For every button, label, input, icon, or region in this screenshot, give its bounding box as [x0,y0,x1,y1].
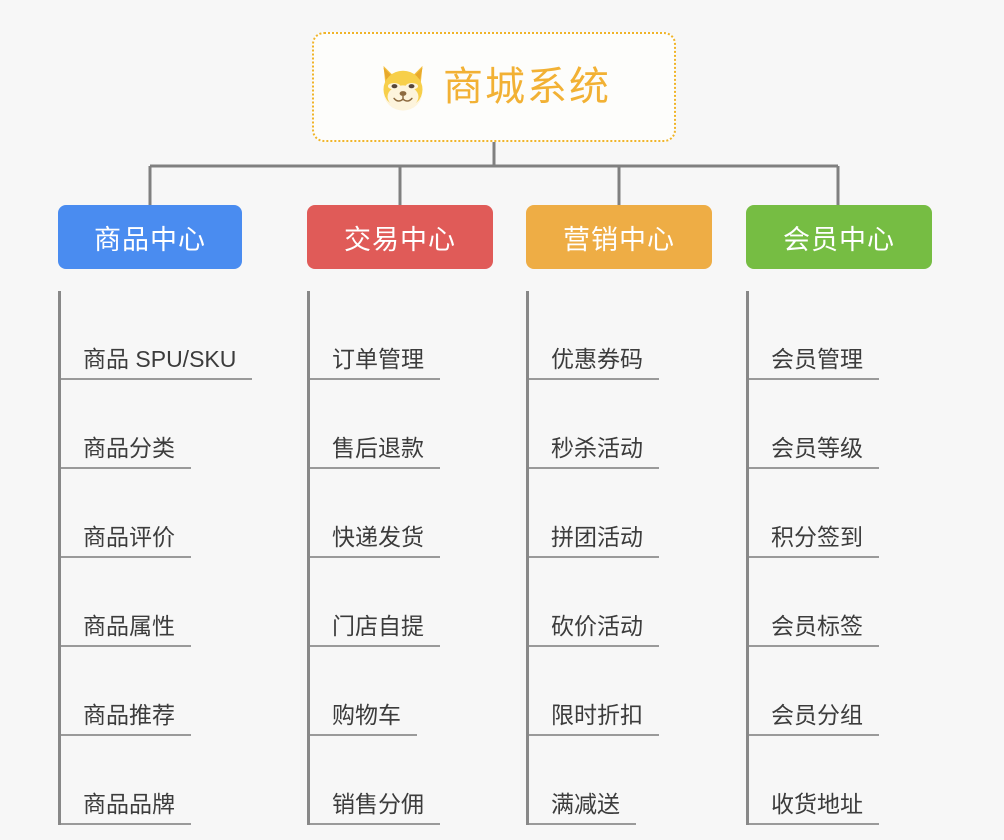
leaf-item[interactable]: 拼团活动 [529,469,712,558]
category-label-3: 会员中心 [783,224,895,255]
leaf-item[interactable]: 收货地址 [749,736,932,825]
leaf-label: 商品品牌 [61,791,191,825]
branch-column-2: 营销中心 优惠券码 秒杀活动 拼团活动 砍价活动 限时折扣 满减送 [526,205,712,825]
leaf-item[interactable]: 积分签到 [749,469,932,558]
branch-column-1: 交易中心 订单管理 售后退款 快递发货 门店自提 购物车 销售分佣 [307,205,493,825]
leaf-label: 售后退款 [310,435,440,469]
leaf-item[interactable]: 砍价活动 [529,558,712,647]
leaf-label: 门店自提 [310,613,440,647]
leaf-item[interactable]: 门店自提 [310,558,493,647]
leaf-label: 会员标签 [749,613,879,647]
leaf-item[interactable]: 订单管理 [310,291,493,380]
category-label-0: 商品中心 [94,224,206,255]
leaf-label: 快递发货 [310,524,440,558]
leaf-label: 购物车 [310,702,417,736]
leaf-label: 拼团活动 [529,524,659,558]
leaf-label: 会员等级 [749,435,879,469]
leaf-label: 积分签到 [749,524,879,558]
leaf-item[interactable]: 商品评价 [61,469,252,558]
leaf-item[interactable]: 销售分佣 [310,736,493,825]
leaf-list-3: 会员管理 会员等级 积分签到 会员标签 会员分组 收货地址 [746,291,932,825]
category-box-1[interactable]: 交易中心 [307,205,493,269]
leaf-label: 限时折扣 [529,702,659,736]
leaf-item[interactable]: 会员等级 [749,380,932,469]
leaf-list-2: 优惠券码 秒杀活动 拼团活动 砍价活动 限时折扣 满减送 [526,291,712,825]
leaf-label: 秒杀活动 [529,435,659,469]
branch-column-3: 会员中心 会员管理 会员等级 积分签到 会员标签 会员分组 收货地址 [746,205,932,825]
category-box-0[interactable]: 商品中心 [58,205,242,269]
category-label-2: 营销中心 [563,224,675,255]
leaf-item[interactable]: 限时折扣 [529,647,712,736]
leaf-label: 商品属性 [61,613,191,647]
shiba-dog-icon [383,65,423,111]
leaf-item[interactable]: 商品分类 [61,380,252,469]
leaf-label: 收货地址 [749,791,879,825]
leaf-item[interactable]: 快递发货 [310,469,493,558]
leaf-list-0: 商品 SPU/SKU 商品分类 商品评价 商品属性 商品推荐 商品品牌 [58,291,253,825]
leaf-label: 销售分佣 [310,791,440,825]
leaf-item[interactable]: 优惠券码 [529,291,712,380]
leaf-item[interactable]: 商品 SPU/SKU [61,291,253,380]
root-title: 商城系统 [443,65,611,109]
leaf-label: 会员管理 [749,346,879,380]
leaf-item[interactable]: 秒杀活动 [529,380,712,469]
leaf-label: 砍价活动 [529,613,659,647]
category-box-3[interactable]: 会员中心 [746,205,932,269]
leaf-item[interactable]: 商品品牌 [61,736,252,825]
leaf-label: 商品推荐 [61,702,191,736]
leaf-label: 订单管理 [310,346,440,380]
leaf-item[interactable]: 商品推荐 [61,647,252,736]
leaf-item[interactable]: 购物车 [310,647,493,736]
leaf-item[interactable]: 会员分组 [749,647,932,736]
leaf-label: 满减送 [529,791,636,825]
root-node[interactable]: 商城系统 [312,32,676,142]
leaf-label: 商品 SPU/SKU [61,346,253,380]
leaf-label: 会员分组 [749,702,879,736]
leaf-item[interactable]: 会员标签 [749,558,932,647]
leaf-list-1: 订单管理 售后退款 快递发货 门店自提 购物车 销售分佣 [307,291,493,825]
leaf-item[interactable]: 会员管理 [749,291,932,380]
leaf-label: 优惠券码 [529,346,659,380]
category-box-2[interactable]: 营销中心 [526,205,712,269]
leaf-label: 商品分类 [61,435,191,469]
branch-column-0: 商品中心 商品 SPU/SKU 商品分类 商品评价 商品属性 商品推荐 商品品牌 [58,205,253,825]
leaf-item[interactable]: 满减送 [529,736,712,825]
leaf-label: 商品评价 [61,524,191,558]
leaf-item[interactable]: 商品属性 [61,558,252,647]
category-label-1: 交易中心 [344,224,456,255]
leaf-item[interactable]: 售后退款 [310,380,493,469]
